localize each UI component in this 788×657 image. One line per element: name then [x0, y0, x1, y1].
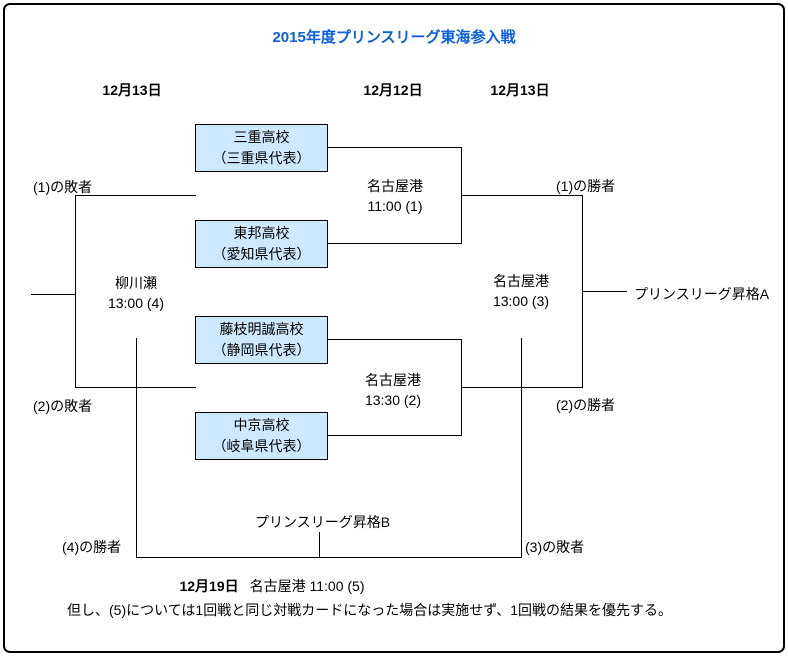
date-header-right: 12月13日: [490, 82, 550, 98]
match-2-venue: 名古屋港: [365, 372, 421, 388]
slot-label-winner-2: (2)の勝者: [556, 397, 616, 413]
team-name: 藤枝明誠高校: [219, 321, 304, 337]
promotion-a-label: プリンスリーグ昇格A: [634, 286, 770, 302]
page-title: 2015年度プリンスリーグ東海参入戦: [272, 29, 516, 46]
match-4-venue: 柳川瀬: [115, 275, 157, 291]
bracket-line-m4-bottom: [75, 387, 196, 388]
team-box-fujieda-meisei: 藤枝明誠高校 （静岡県代表）: [195, 316, 328, 364]
match-3-label: 名古屋港 13:00 (3): [471, 271, 571, 311]
team-prefecture: （愛知県代表）: [212, 246, 311, 262]
bracket-line-m2-top: [328, 339, 461, 340]
footnote: 但し、(5)については1回戦と同じ対戦カードになった場合は実施せず、1回戦の結果…: [67, 602, 673, 618]
bracket-line-promotion-b: [319, 532, 320, 557]
match-5-label: 12月19日名古屋港 11:00 (5): [92, 576, 452, 596]
match-2-time: 13:30 (2): [364, 392, 422, 408]
match-3-venue: 名古屋港: [493, 273, 549, 289]
slot-label-winner-1: (1)の勝者: [556, 178, 616, 194]
team-prefecture: （静岡県代表）: [212, 342, 311, 358]
team-name: 三重高校: [233, 129, 290, 145]
match-5-venue-time: 名古屋港 11:00 (5): [249, 578, 365, 594]
match-1-time: 11:00 (1): [367, 198, 423, 214]
team-box-toho: 東邦高校 （愛知県代表）: [195, 220, 328, 268]
match-1-venue: 名古屋港: [367, 178, 423, 194]
promotion-b-label: プリンスリーグ昇格B: [255, 514, 391, 530]
match-4-label: 柳川瀬 13:00 (4): [86, 273, 186, 313]
team-name: 中京高校: [233, 417, 290, 433]
team-name: 東邦高校: [233, 225, 290, 241]
team-box-mie: 三重高校 （三重県代表）: [195, 124, 328, 172]
bracket-line-promotion-a: [582, 291, 627, 292]
match-1-label: 名古屋港 11:00 (1): [345, 176, 445, 216]
bracket-line-m4-winner-drop: [136, 338, 137, 558]
match-2-label: 名古屋港 13:30 (2): [343, 370, 443, 410]
bracket-line-m5-join: [136, 557, 522, 558]
bracket-line-m1-bottom: [328, 243, 461, 244]
slot-label-winner-4: (4)の勝者: [62, 539, 122, 555]
match-5-date: 12月19日: [179, 578, 239, 594]
bracket-line-m2-bottom: [328, 435, 461, 436]
match-4-time: 13:00 (4): [107, 295, 165, 311]
team-box-chukyo: 中京高校 （岐阜県代表）: [195, 412, 328, 460]
slot-label-loser-2: (2)の敗者: [33, 398, 93, 414]
bracket-line-m1-winner: [461, 195, 582, 196]
bracket-line-m3-loser-drop: [521, 338, 522, 558]
match-3-time: 13:00 (3): [492, 293, 550, 309]
bracket-line-m4-top: [75, 195, 196, 196]
slot-label-loser-1: (1)の敗者: [33, 179, 93, 195]
bracket-line-m4-out: [31, 294, 75, 295]
slot-label-loser-3: (3)の敗者: [525, 539, 585, 555]
page-border: [3, 3, 785, 653]
bracket-line-m1-top: [328, 147, 461, 148]
bracket-line-m4-join: [75, 195, 76, 388]
date-header-center: 12月12日: [363, 82, 423, 98]
date-header-left: 12月13日: [102, 82, 162, 98]
team-prefecture: （岐阜県代表）: [212, 438, 311, 454]
team-prefecture: （三重県代表）: [212, 150, 311, 166]
